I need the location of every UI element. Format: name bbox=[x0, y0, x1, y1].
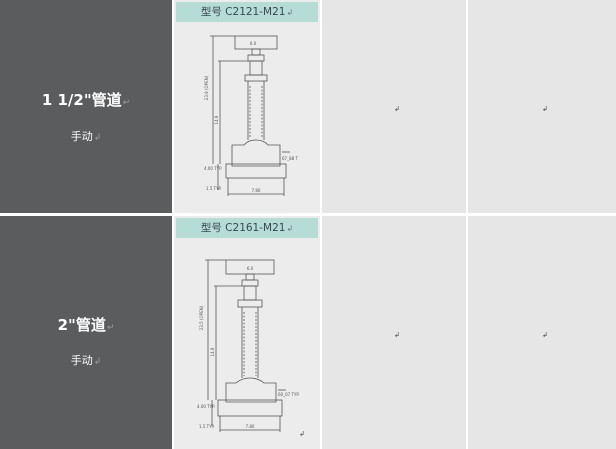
cell-end-mark: ↲ bbox=[394, 331, 400, 339]
svg-text:6.0: 6.0 bbox=[247, 266, 254, 271]
row2-diagram-cell: 型号 C2161-M21↲ bbox=[174, 216, 320, 449]
cell-end-mark: ↲ bbox=[542, 105, 548, 113]
return-mark: ↲ bbox=[286, 8, 294, 17]
svg-text:14.9: 14.9 bbox=[214, 115, 219, 124]
svg-text:14.9: 14.9 bbox=[210, 347, 215, 356]
operation-mode-label: 手动↲ bbox=[70, 130, 102, 143]
svg-text:1.5 TYP.: 1.5 TYP. bbox=[206, 186, 222, 191]
pipe-size-label: 2"管道↵ bbox=[57, 316, 115, 334]
operation-mode-label: 手动↲ bbox=[70, 354, 102, 367]
pipe-size-label: 1 1/2"管道↵ bbox=[41, 91, 131, 109]
cell-end-mark: ↲ bbox=[542, 331, 548, 339]
model-number-header: 型号 C2121-M21↲ bbox=[176, 2, 318, 22]
row1-size-cell: 1 1/2"管道↵ 手动↲ bbox=[0, 0, 172, 213]
svg-text:4.00 TYP.: 4.00 TYP. bbox=[204, 166, 222, 171]
svg-text:1.5 TYP.: 1.5 TYP. bbox=[199, 424, 215, 429]
svg-text:7.80: 7.80 bbox=[246, 424, 255, 429]
return-mark: ↲ bbox=[286, 224, 294, 233]
return-mark: ↵ bbox=[122, 98, 131, 108]
cell-end-mark: ↲ bbox=[299, 430, 305, 438]
svg-text:67_88 TYP.: 67_88 TYP. bbox=[282, 156, 298, 161]
return-mark: ↲ bbox=[93, 357, 102, 367]
svg-text:4.00 TYP.: 4.00 TYP. bbox=[197, 404, 215, 409]
svg-text:6.0: 6.0 bbox=[250, 41, 257, 46]
svg-text:7.80: 7.80 bbox=[252, 188, 261, 193]
return-mark: ↲ bbox=[93, 133, 102, 143]
model-number-header: 型号 C2161-M21↲ bbox=[176, 218, 318, 238]
row2-size-cell: 2"管道↵ 手动↲ bbox=[0, 216, 172, 449]
svg-text:23.9 (OPEN): 23.9 (OPEN) bbox=[204, 75, 209, 100]
valve-dimension-drawing: 6.0 23.9 (OPEN) 14.9 67_88 TYP. 4.00 TYP… bbox=[198, 30, 298, 208]
row1-empty-cell-3: ↲ bbox=[322, 0, 466, 213]
row1-empty-cell-4: ↲ bbox=[468, 0, 616, 213]
svg-text:23.5 (OPEN): 23.5 (OPEN) bbox=[199, 305, 204, 330]
return-mark: ↵ bbox=[106, 323, 115, 333]
valve-dimension-drawing: 6.0 23.5 (OPEN) 14.9 60_07 TYP. 4.00 TYP… bbox=[192, 252, 302, 438]
row1-diagram-cell: 型号 C2121-M21↲ bbox=[174, 0, 320, 213]
row2-empty-cell-3: ↲ bbox=[322, 216, 466, 449]
svg-text:60_07 TYP.: 60_07 TYP. bbox=[278, 392, 299, 397]
row2-empty-cell-4: ↲ bbox=[468, 216, 616, 449]
cell-end-mark: ↲ bbox=[394, 105, 400, 113]
